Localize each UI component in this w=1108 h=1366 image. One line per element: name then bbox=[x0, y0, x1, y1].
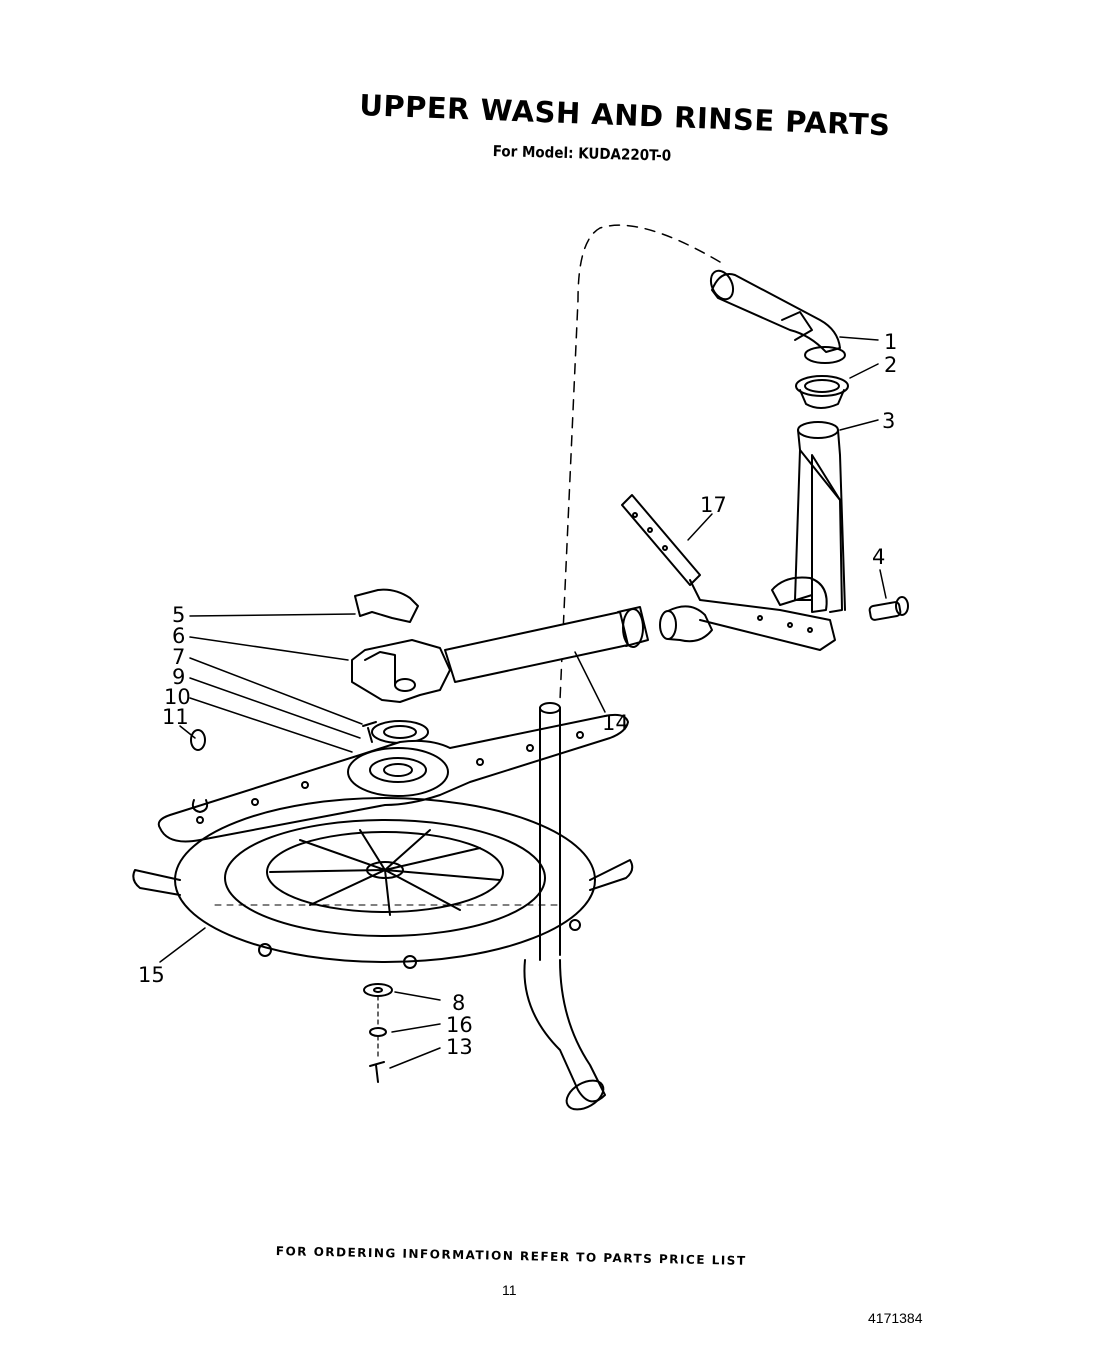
document-number: 4171384 bbox=[868, 1310, 923, 1326]
part-4-plug bbox=[868, 596, 909, 621]
tube-path-dashed bbox=[559, 224, 721, 701]
part-9-bearing bbox=[371, 720, 429, 744]
part-11-nozzle bbox=[190, 729, 209, 813]
callout-label: 11 bbox=[162, 705, 189, 729]
part-17-bracket bbox=[621, 494, 836, 651]
part-7-screw bbox=[362, 721, 377, 743]
callout-label: 2 bbox=[884, 353, 897, 377]
part-1-elbow bbox=[709, 269, 846, 364]
callout-label: 13 bbox=[446, 1035, 473, 1059]
part-6-hub bbox=[351, 639, 451, 703]
callout-label: 15 bbox=[138, 963, 165, 987]
callout-label: 4 bbox=[872, 545, 885, 569]
page-number: 11 bbox=[502, 1282, 517, 1298]
part-3-riser bbox=[794, 421, 846, 613]
callout-label: 14 bbox=[602, 711, 629, 735]
callout-label: 16 bbox=[446, 1013, 473, 1037]
leader-lines bbox=[159, 336, 887, 1069]
callout-label: 7 bbox=[172, 645, 185, 669]
callout-label: 10 bbox=[164, 685, 191, 709]
part-15-rack bbox=[132, 797, 634, 969]
callout-label: 17 bbox=[700, 493, 727, 517]
callout-labels: 1 2 3 4 5 6 7 9 10 11 14 15 17 8 16 13 bbox=[138, 330, 897, 1059]
callout-label: 8 bbox=[452, 991, 465, 1015]
callout-label: 6 bbox=[172, 624, 185, 648]
part-14-tube bbox=[444, 606, 649, 683]
callout-label: 1 bbox=[884, 330, 897, 354]
spray-arm bbox=[157, 713, 629, 843]
part-2-ring bbox=[795, 375, 849, 409]
part-13-screw bbox=[369, 1061, 385, 1083]
callout-label: 9 bbox=[172, 665, 185, 689]
part-5-clip bbox=[354, 588, 419, 623]
part-8-washer bbox=[363, 983, 393, 997]
callout-label: 5 bbox=[172, 603, 185, 627]
supply-pipe bbox=[523, 702, 606, 1111]
part-connector bbox=[659, 605, 713, 643]
callout-label: 3 bbox=[882, 409, 895, 433]
part-16-washer bbox=[369, 1027, 387, 1037]
